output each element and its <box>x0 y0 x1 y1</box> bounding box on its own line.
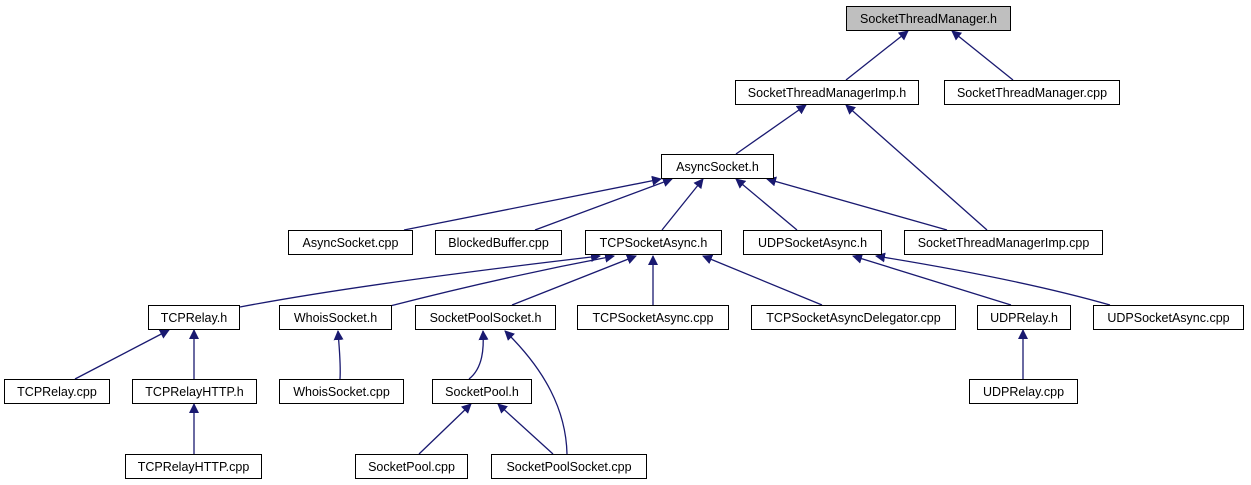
node-socketthreadmanager-cpp[interactable]: SocketThreadManager.cpp <box>944 80 1120 105</box>
node-socketthreadmanagerimp-cpp[interactable]: SocketThreadManagerImp.cpp <box>904 230 1103 255</box>
node-whoissocket-cpp[interactable]: WhoisSocket.cpp <box>279 379 404 404</box>
node-tcpsocketasync-h[interactable]: TCPSocketAsync.h <box>585 230 722 255</box>
node-asyncsocket-h[interactable]: AsyncSocket.h <box>661 154 774 179</box>
edge-socketthreadmanagerimp-cpp-to-asyncsocket-h <box>766 176 948 231</box>
node-socketpoolsocket-cpp[interactable]: SocketPoolSocket.cpp <box>491 454 647 479</box>
node-tcprelay-cpp[interactable]: TCPRelay.cpp <box>4 379 110 404</box>
edge-udpsocketasync-cpp-to-udpsocketasync-h <box>875 252 1111 306</box>
edge-socketthreadmanagerimp-cpp-to-socketthreadmanagerimp-h <box>845 104 988 231</box>
node-blockedbuffer-cpp[interactable]: BlockedBuffer.cpp <box>435 230 562 255</box>
edge-socketthreadmanagerimp-h-to-socketthreadmanager-h <box>845 30 909 81</box>
edge-asyncsocket-cpp-to-asyncsocket-h <box>403 175 662 231</box>
node-tcpsocketasyncdelegator-cpp[interactable]: TCPSocketAsyncDelegator.cpp <box>751 305 956 330</box>
node-tcprelayhttp-h[interactable]: TCPRelayHTTP.h <box>132 379 257 404</box>
edge-socketpool-h-to-socketpoolsocket-h <box>468 330 489 380</box>
edge-socketpool-cpp-to-socketpool-h <box>418 403 472 455</box>
edge-socketthreadmanager-cpp-to-socketthreadmanager-h <box>951 30 1014 81</box>
edge-tcprelay-cpp-to-tcprelay-h <box>74 329 170 380</box>
node-socketpool-h[interactable]: SocketPool.h <box>432 379 532 404</box>
edge-udpsocketasync-h-to-asyncsocket-h <box>735 178 798 231</box>
edge-tcpsocketasyncdelegator-cpp-to-tcpsocketasync-h <box>702 254 823 306</box>
node-socketthreadmanagerimp-h[interactable]: SocketThreadManagerImp.h <box>735 80 919 105</box>
node-udprelay-cpp[interactable]: UDPRelay.cpp <box>969 379 1078 404</box>
edge-blockedbuffer-cpp-to-asyncsocket-h <box>534 177 673 231</box>
edge-whoissocket-h-to-tcpsocketasync-h <box>389 252 615 307</box>
edge-socketpoolsocket-h-to-tcpsocketasync-h <box>511 254 637 306</box>
node-udprelay-h[interactable]: UDPRelay.h <box>977 305 1071 330</box>
node-tcprelayhttp-cpp[interactable]: TCPRelayHTTP.cpp <box>125 454 262 479</box>
node-whoissocket-h[interactable]: WhoisSocket.h <box>279 305 392 330</box>
node-udpsocketasync-h[interactable]: UDPSocketAsync.h <box>743 230 882 255</box>
node-socketpool-cpp[interactable]: SocketPool.cpp <box>355 454 468 479</box>
edge-udprelay-h-to-udpsocketasync-h <box>852 253 1012 306</box>
edge-tcpsocketasync-h-to-asyncsocket-h <box>661 178 704 231</box>
edge-whoissocket-cpp-to-whoissocket-h <box>333 330 344 380</box>
node-socketthreadmanager-h: SocketThreadManager.h <box>846 6 1011 31</box>
edge-socketpoolsocket-cpp-to-socketpoolsocket-h <box>504 330 568 455</box>
edge-asyncsocket-h-to-socketthreadmanagerimp-h <box>735 104 807 155</box>
node-asyncsocket-cpp[interactable]: AsyncSocket.cpp <box>288 230 413 255</box>
edge-tcprelay-h-to-tcpsocketasync-h <box>239 252 601 308</box>
edge-socketpoolsocket-cpp-to-socketpool-h <box>497 403 554 455</box>
node-tcpsocketasync-cpp[interactable]: TCPSocketAsync.cpp <box>577 305 729 330</box>
node-socketpoolsocket-h[interactable]: SocketPoolSocket.h <box>415 305 556 330</box>
node-tcprelay-h[interactable]: TCPRelay.h <box>148 305 240 330</box>
node-udpsocketasync-cpp[interactable]: UDPSocketAsync.cpp <box>1093 305 1244 330</box>
